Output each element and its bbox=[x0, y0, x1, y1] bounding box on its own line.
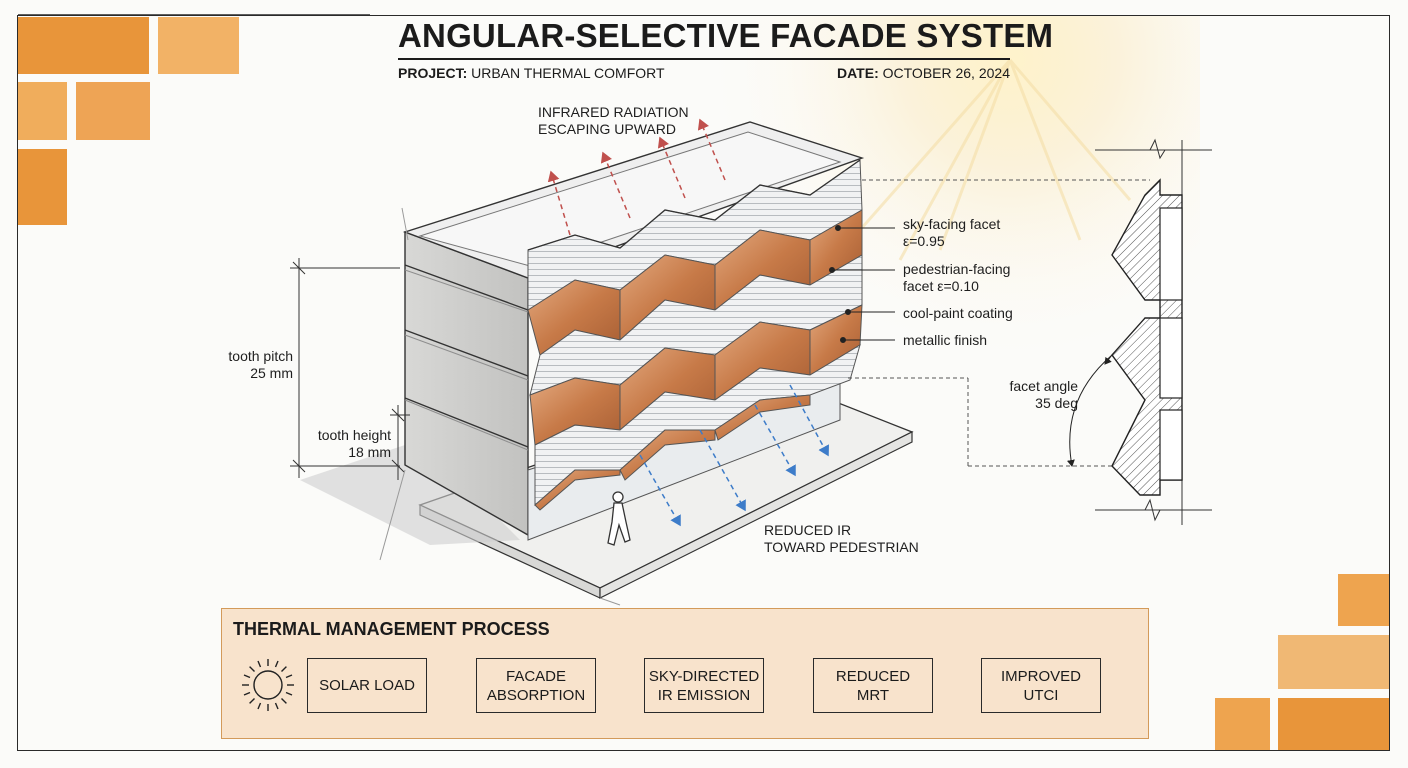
frame-border bbox=[17, 15, 1390, 751]
decor-block bbox=[1278, 635, 1390, 689]
label-line: sky-facing facet bbox=[903, 216, 1001, 232]
facade-facets bbox=[527, 159, 863, 511]
decor-block bbox=[76, 82, 150, 140]
pedestrian-figure bbox=[607, 491, 631, 546]
meta-row: PROJECT: URBAN THERMAL COMFORT DATE: OCT… bbox=[398, 65, 1010, 81]
label-line: pedestrian-facing bbox=[903, 261, 1011, 277]
process-title: THERMAL MANAGEMENT PROCESS bbox=[233, 619, 550, 639]
label-line: 25 mm bbox=[250, 365, 293, 381]
label-line: facet ε=0.10 bbox=[903, 278, 979, 294]
sun-icon bbox=[242, 659, 294, 711]
label-line: tooth height bbox=[317, 427, 391, 443]
label-cool-paint: cool-paint coating bbox=[903, 305, 1013, 321]
leader-lines bbox=[829, 225, 895, 343]
decor-block bbox=[1278, 698, 1390, 751]
process-step-facade-absorption: FACADE ABSORPTION bbox=[476, 658, 596, 713]
project-label: PROJECT: bbox=[398, 65, 468, 81]
label-pedestrian-facet: pedestrian-facing facet ε=0.10 bbox=[903, 261, 1010, 295]
label-line: ε=0.95 bbox=[903, 233, 945, 249]
ir-up-arrows bbox=[547, 118, 726, 236]
title-rule bbox=[398, 58, 1010, 60]
label-sky-facet: sky-facing facet ε=0.95 bbox=[903, 216, 1000, 250]
label-tooth-height: tooth height 18 mm bbox=[290, 427, 391, 461]
decor-block bbox=[18, 149, 67, 225]
process-step-improved-utci: IMPROVED UTCI bbox=[981, 658, 1101, 713]
date-label: DATE: bbox=[837, 65, 879, 81]
project-value: URBAN THERMAL COMFORT bbox=[471, 65, 665, 81]
label-line: REDUCED IR bbox=[764, 522, 852, 538]
label-metallic: metallic finish bbox=[903, 332, 988, 348]
decor-block bbox=[18, 17, 149, 74]
facet-section-detail bbox=[848, 138, 1212, 525]
label-line: 35 deg bbox=[1035, 395, 1078, 411]
label-line: 18 mm bbox=[348, 444, 391, 460]
process-step-ir-emission: SKY-DIRECTED IR EMISSION bbox=[644, 658, 764, 713]
label-infrared: INFRARED RADIATION ESCAPING UPWARD bbox=[538, 104, 689, 138]
decor-block bbox=[158, 17, 239, 74]
header: ANGULAR-SELECTIVE FACADE SYSTEM PROJECT:… bbox=[398, 16, 1054, 81]
project-meta: PROJECT: URBAN THERMAL COMFORT bbox=[398, 65, 665, 81]
date-meta: DATE: OCTOBER 26, 2024 bbox=[837, 65, 1010, 81]
label-line: INFRARED RADIATION bbox=[538, 104, 689, 120]
date-value: OCTOBER 26, 2024 bbox=[882, 65, 1010, 81]
label-line: ESCAPING UPWARD bbox=[538, 121, 676, 137]
label-line: TOWARD PEDESTRIAN bbox=[764, 539, 919, 555]
process-step-reduced-mrt: REDUCED MRT bbox=[813, 658, 933, 713]
decor-block bbox=[1338, 574, 1390, 626]
label-line: facet angle bbox=[1009, 378, 1079, 394]
dimension-lines bbox=[290, 207, 621, 606]
process-step-solar-load: SOLAR LOAD bbox=[307, 658, 427, 713]
label-facet-angle: facet angle 35 deg bbox=[990, 378, 1079, 412]
decor-block bbox=[18, 82, 67, 140]
sun-rays bbox=[858, 59, 1132, 261]
label-tooth-pitch: tooth pitch 25 mm bbox=[200, 348, 293, 382]
ir-down-arrows bbox=[639, 384, 829, 527]
process-panel: THERMAL MANAGEMENT PROCESS SOLAR LOAD FA… bbox=[221, 608, 1149, 739]
label-reduced-ir: REDUCED IR TOWARD PEDESTRIAN bbox=[764, 522, 919, 556]
decor-block bbox=[1215, 698, 1270, 751]
label-line: tooth pitch bbox=[228, 348, 293, 364]
page-title: ANGULAR-SELECTIVE FACADE SYSTEM bbox=[398, 17, 1054, 54]
